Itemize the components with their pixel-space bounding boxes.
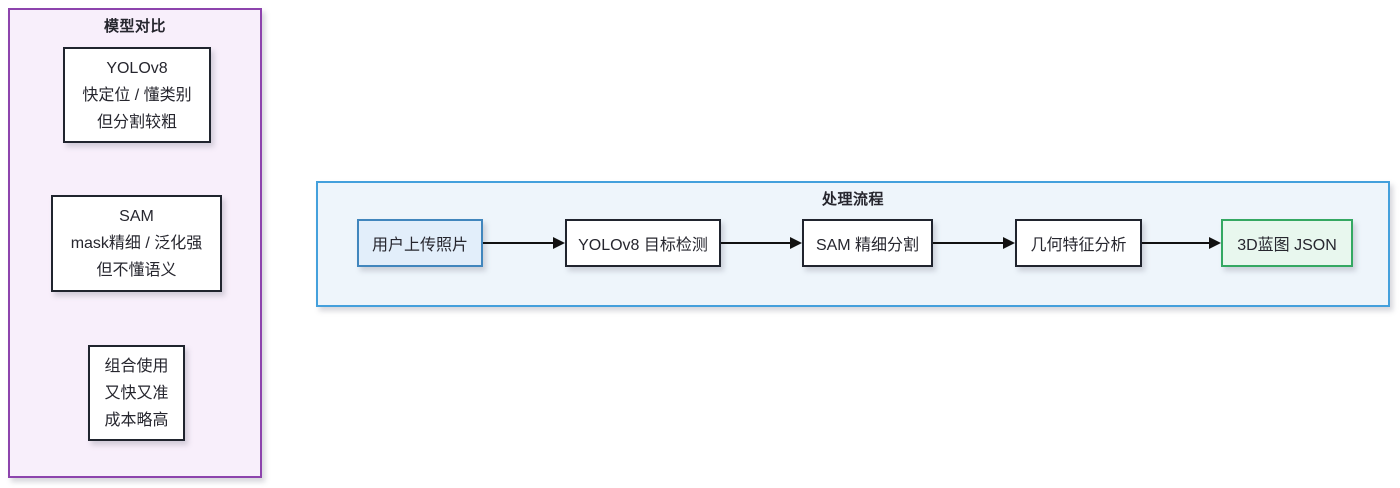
model-box-sam-line-2: mask精细 / 泛化强 (70, 235, 203, 252)
model-box-sam-line-1: SAM (119, 208, 154, 225)
pipeline-panel: 处理流程 用户上传照片 YOLOv8 目标检测 SAM 精细分割 几何特征分析 … (316, 181, 1390, 307)
node-3d-blueprint-json: 3D蓝图 JSON (1221, 219, 1353, 267)
model-box-sam-line-3: 但不懂语义 (96, 262, 177, 279)
model-box-combo: 组合使用 又快又准 成本略高 (88, 345, 185, 441)
node-user-upload: 用户上传照片 (357, 219, 483, 267)
flow-arrow-3 (933, 237, 1015, 249)
model-box-yolov8-line-1: YOLOv8 (106, 59, 168, 77)
model-comparison-title: 模型对比 (103, 18, 166, 35)
flow-arrow-4 (1142, 237, 1221, 249)
model-box-yolov8: YOLOv8 快定位 / 懂类别 但分割较粗 (63, 47, 211, 143)
model-box-combo-line-2: 又快又准 (104, 384, 169, 402)
pipeline-title: 处理流程 (821, 191, 884, 208)
node-geometry-analysis: 几何特征分析 (1015, 219, 1142, 267)
node-yolov8-detection: YOLOv8 目标检测 (565, 219, 721, 267)
flow-arrow-1 (483, 237, 565, 249)
model-box-yolov8-line-2: 快定位 / 懂类别 (82, 86, 192, 104)
model-box-combo-line-3: 成本略高 (104, 411, 169, 429)
model-box-sam: SAM mask精细 / 泛化强 但不懂语义 (51, 195, 222, 292)
node-sam-segmentation: SAM 精细分割 (802, 219, 933, 267)
model-comparison-panel: 模型对比 YOLOv8 快定位 / 懂类别 但分割较粗 SAM mask精细 /… (8, 8, 262, 478)
flow-arrow-2 (721, 237, 802, 249)
model-box-combo-line-1: 组合使用 (104, 357, 169, 375)
model-box-yolov8-line-3: 但分割较粗 (96, 113, 177, 131)
